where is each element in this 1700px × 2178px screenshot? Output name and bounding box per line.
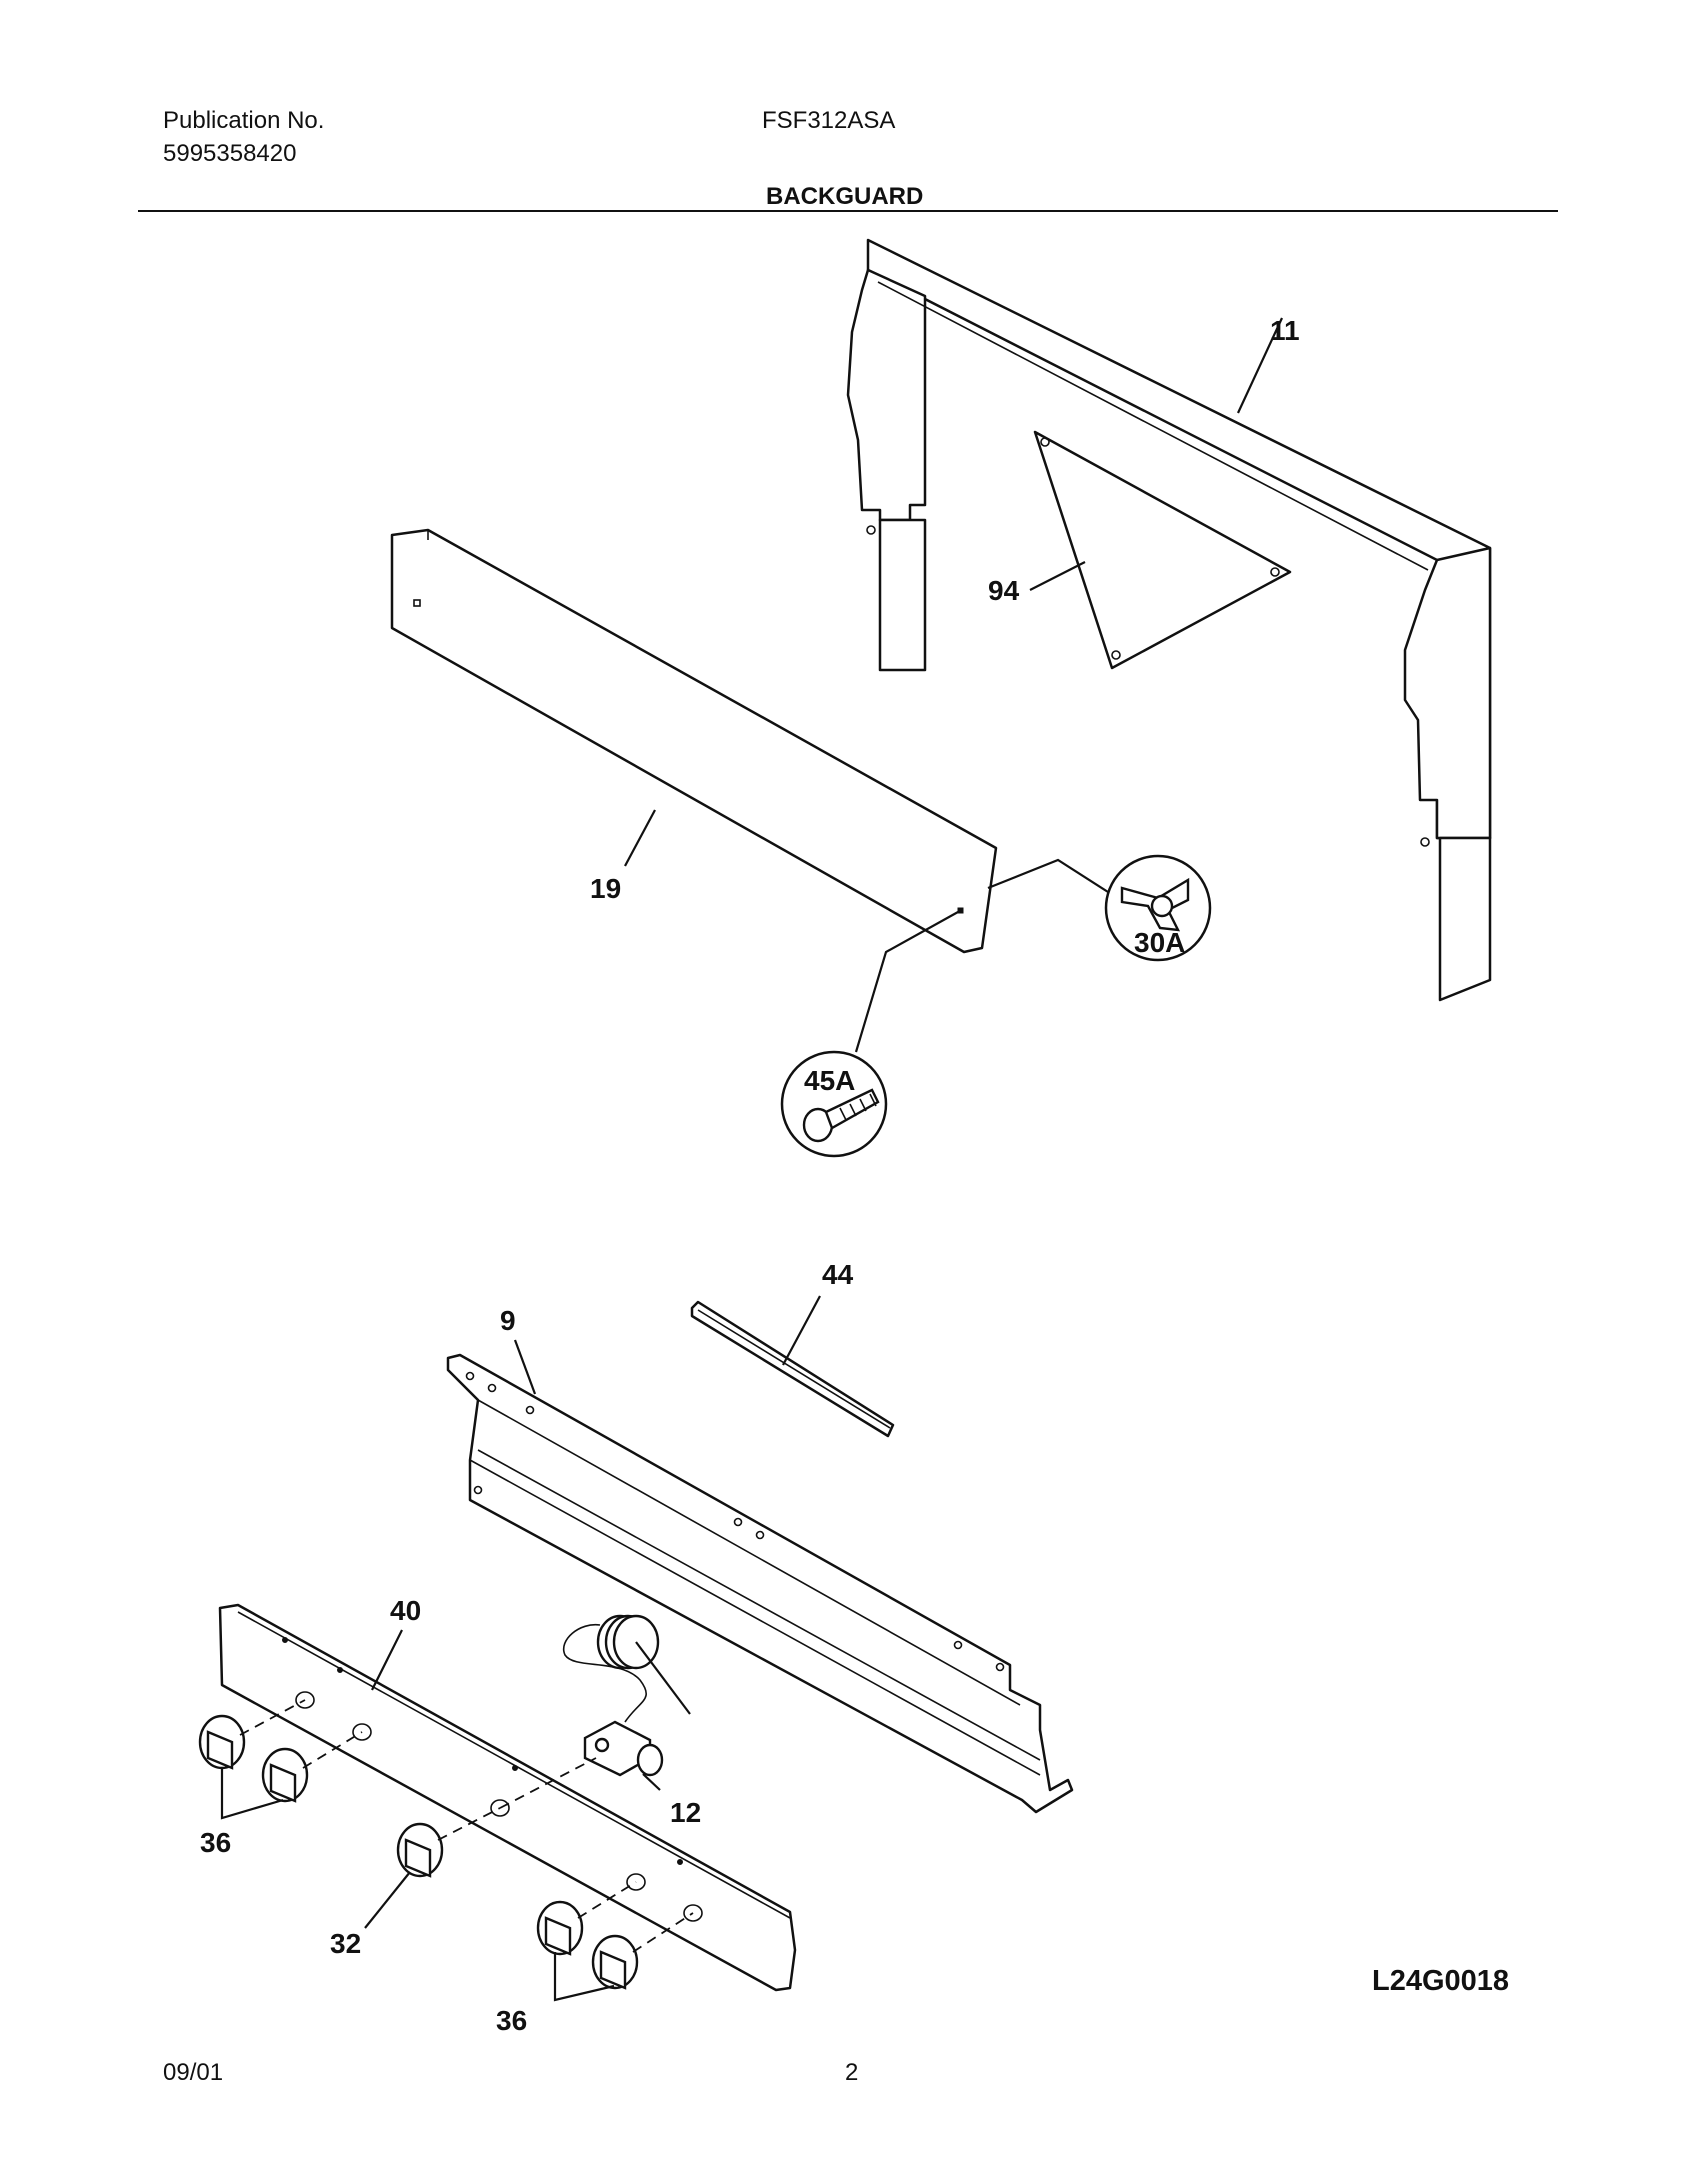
- callout-36-left: 36: [200, 1827, 231, 1858]
- footer-page-number: 2: [845, 2059, 859, 2086]
- part-19-panel: [390, 528, 998, 954]
- footer-date: 09/01: [163, 2059, 224, 2086]
- callout-19: 19: [590, 873, 621, 904]
- part-40-control-rail: [218, 1603, 797, 1992]
- leader-lines: [220, 317, 1283, 2002]
- part-9-manifold-panel: [446, 1353, 1074, 1814]
- callout-45a: 45A: [804, 1065, 855, 1096]
- knob-36-upper-left: [198, 1714, 246, 1770]
- model-number: FSF312ASA: [762, 107, 896, 134]
- callout-9: 9: [500, 1305, 516, 1336]
- callout-44: 44: [822, 1259, 854, 1290]
- knob-32-center: [396, 1822, 444, 1878]
- alignment-lines: [239, 1699, 694, 1953]
- knob-36-lower-right: [591, 1934, 639, 1990]
- knob-36-upper-right: [536, 1900, 584, 1956]
- part-11-backguard-shell: [846, 238, 1492, 1002]
- callout-11: 11: [1270, 315, 1300, 346]
- part-44-trim: [690, 1300, 895, 1438]
- part-30a-wingnut: [987, 854, 1212, 962]
- publication-label: Publication No.: [163, 107, 325, 134]
- callout-30a: 30A: [1134, 927, 1185, 958]
- knob-36-lower-left: [261, 1747, 309, 1803]
- callout-32: 32: [330, 1928, 361, 1959]
- part-12-thermostat: [562, 1614, 691, 1777]
- callout-12: 12: [670, 1797, 701, 1828]
- part-94-bracket: [1033, 430, 1292, 670]
- drawing-code: L24G0018: [1372, 1965, 1509, 1997]
- callout-40: 40: [390, 1595, 421, 1626]
- header-rule: [138, 210, 1558, 212]
- part-45a-bolt: [780, 911, 959, 1158]
- callout-36-right: 36: [496, 2005, 527, 2036]
- callout-94: 94: [988, 575, 1020, 606]
- section-title: BACKGUARD: [766, 183, 924, 210]
- publication-number: 5995358420: [163, 140, 297, 167]
